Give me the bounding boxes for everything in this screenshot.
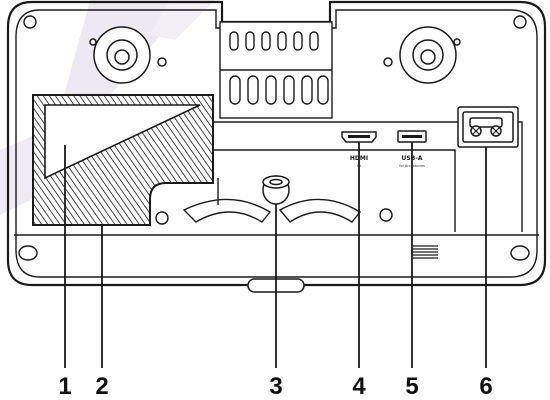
- cable-comb: [219, 21, 333, 119]
- security-slot: [262, 175, 290, 205]
- callout-3: 3: [269, 373, 282, 400]
- leader-lines: [64, 142, 487, 368]
- corner-screw-holes: [18, 15, 530, 261]
- vent-grille: [412, 245, 438, 259]
- hatched-compartment: [32, 94, 214, 226]
- cable-channels: [155, 178, 393, 225]
- mounting-boss-left: [89, 26, 167, 84]
- callout-2: 2: [95, 373, 108, 400]
- callout-5: 5: [405, 373, 418, 400]
- power-connector: [457, 106, 519, 148]
- mounting-boss-right: [383, 26, 461, 84]
- callout-4: 4: [352, 373, 366, 400]
- callout-numbers: 1 2 3 4 5 6: [58, 373, 492, 400]
- callout-6: 6: [479, 373, 492, 400]
- callout-1: 1: [58, 373, 71, 400]
